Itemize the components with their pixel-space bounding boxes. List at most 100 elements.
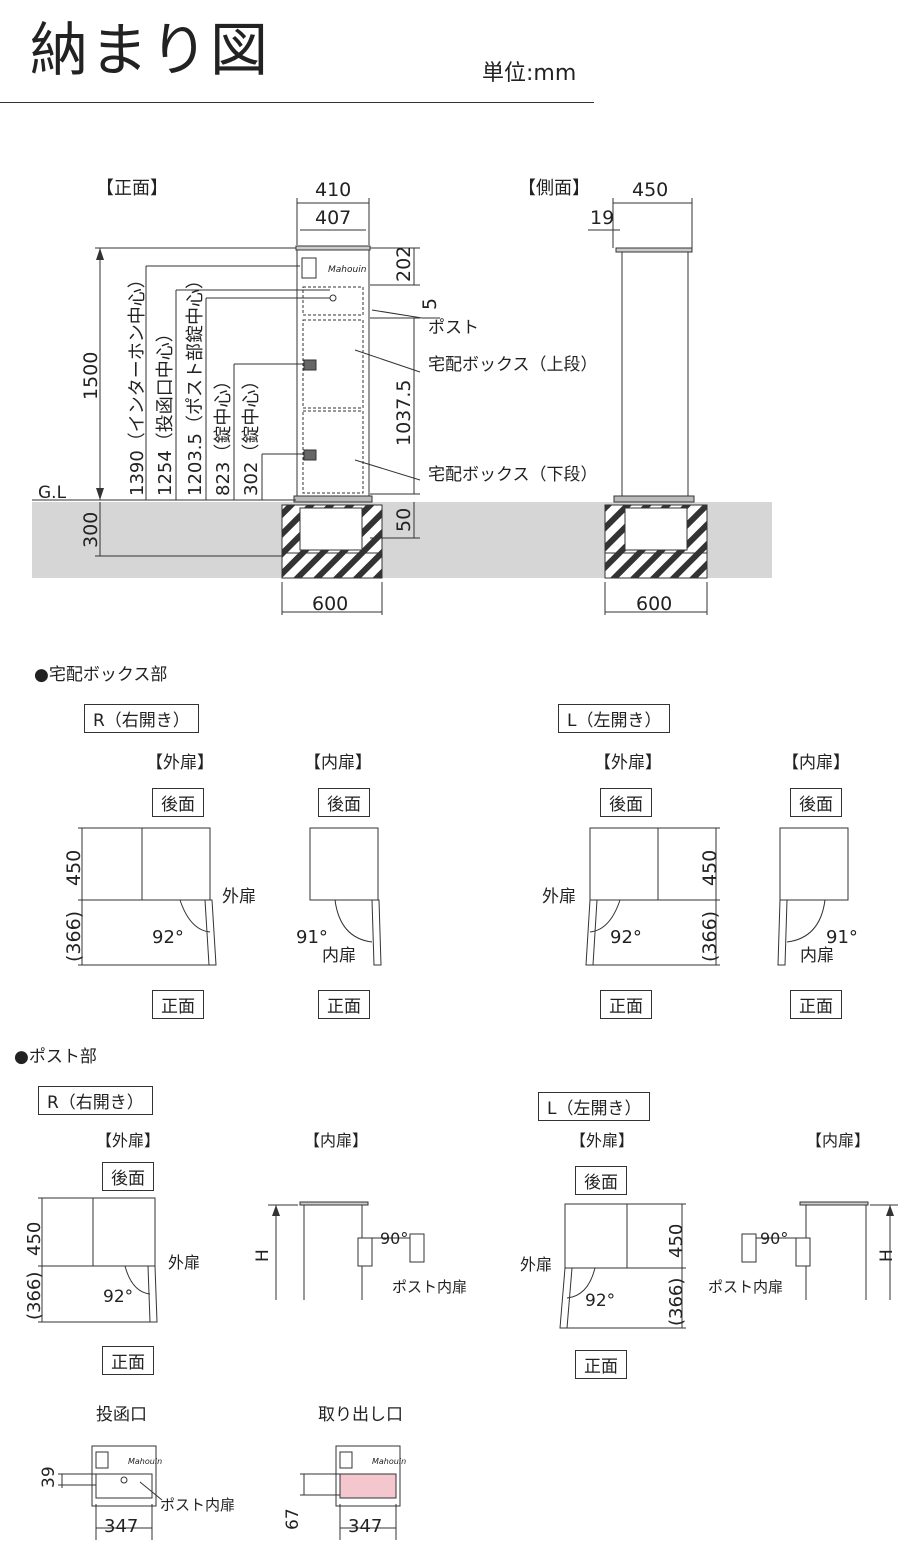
svg-text:5: 5 — [419, 298, 441, 310]
svg-text:19: 19 — [590, 207, 614, 229]
svg-text:取り出し口: 取り出し口 — [318, 1405, 403, 1425]
svg-text:300: 300 — [80, 512, 102, 548]
svg-text:39: 39 — [39, 1466, 59, 1488]
delivery-r-inner — [309, 827, 382, 966]
svg-text:1390（インターホン中心）: 1390（インターホン中心） — [127, 270, 148, 496]
unit-label: 単位:mm — [482, 61, 577, 86]
slot-opening — [58, 1445, 163, 1540]
svg-text:50: 50 — [393, 508, 415, 532]
post-r-outer — [38, 1197, 158, 1323]
svg-text:92°: 92° — [585, 1291, 615, 1311]
svg-text:450: 450 — [24, 1222, 45, 1256]
svg-text:(366): (366) — [24, 1272, 45, 1320]
svg-text:450: 450 — [699, 850, 721, 886]
svg-text:Mahouin: Mahouin — [128, 1457, 162, 1466]
svg-text:450: 450 — [632, 179, 668, 201]
delivery-l-outer — [585, 827, 720, 966]
side-unit — [613, 247, 695, 503]
delivery-l-inner — [777, 827, 849, 966]
svg-text:Mahouin: Mahouin — [328, 265, 367, 275]
svg-text:600: 600 — [312, 593, 348, 615]
svg-text:【外扉】: 【外扉】 — [146, 753, 214, 773]
delivery-r-outer-back: 後面 — [152, 788, 204, 817]
svg-text:92°: 92° — [103, 1287, 133, 1307]
svg-text:347: 347 — [104, 1516, 138, 1537]
svg-text:【内扉】: 【内扉】 — [782, 753, 850, 773]
svg-text:外扉: 外扉 — [222, 887, 256, 907]
svg-text:内扉: 内扉 — [800, 946, 834, 966]
svg-text:【内扉】: 【内扉】 — [304, 1131, 368, 1150]
post-l-label: L（左開き） — [538, 1092, 651, 1121]
svg-text:外扉: 外扉 — [520, 1255, 552, 1274]
svg-text:1254（投函口中心）: 1254（投函口中心） — [155, 324, 176, 496]
post-l-outer-front: 正面 — [575, 1350, 627, 1379]
svg-text:宅配ボックス（上段）: 宅配ボックス（上段） — [428, 355, 598, 375]
post-r-label: R（右開き） — [38, 1086, 153, 1115]
svg-text:1037.5: 1037.5 — [393, 380, 415, 446]
post-r-inner — [268, 1201, 425, 1300]
svg-text:91°: 91° — [826, 927, 858, 948]
svg-text:(366): (366) — [63, 911, 85, 962]
svg-text:G.L: G.L — [38, 483, 67, 503]
svg-text:450: 450 — [666, 1224, 687, 1258]
svg-text:ポスト内扉: ポスト内扉 — [160, 1496, 235, 1514]
post-r-outer-back: 後面 — [102, 1162, 154, 1191]
svg-text:ポスト内扉: ポスト内扉 — [392, 1278, 467, 1296]
delivery-r-outer — [78, 827, 217, 966]
svg-text:投函口: 投函口 — [96, 1405, 147, 1425]
svg-text:600: 600 — [636, 593, 672, 615]
svg-text:宅配ボックス（下段）: 宅配ボックス（下段） — [428, 465, 598, 485]
svg-text:410: 410 — [315, 179, 351, 201]
take-out-opening — [300, 1445, 401, 1540]
title-rule — [0, 102, 594, 103]
svg-text:内扉: 内扉 — [322, 946, 356, 966]
delivery-l-outer-front: 正面 — [600, 990, 652, 1019]
post-l-outer-back: 後面 — [575, 1166, 627, 1195]
delivery-l-label: L（左開き） — [558, 704, 671, 733]
svg-text:H: H — [253, 1249, 273, 1262]
delivery-r-outer-front: 正面 — [152, 990, 204, 1019]
svg-text:【側面】: 【側面】 — [518, 178, 590, 199]
delivery-r-inner-back: 後面 — [318, 788, 370, 817]
svg-text:347: 347 — [348, 1516, 382, 1537]
svg-text:(366): (366) — [699, 911, 721, 962]
post-l-inner — [741, 1201, 898, 1300]
svg-text:90°: 90° — [380, 1229, 408, 1248]
svg-text:92°: 92° — [152, 927, 184, 948]
delivery-l-inner-front: 正面 — [790, 990, 842, 1019]
delivery-r-inner-front: 正面 — [318, 990, 370, 1019]
svg-text:外扉: 外扉 — [542, 887, 576, 907]
svg-text:●ポスト部: ●ポスト部 — [14, 1047, 97, 1067]
svg-text:Mahouin: Mahouin — [372, 1457, 406, 1466]
delivery-l-inner-back: 後面 — [790, 788, 842, 817]
svg-text:【外扉】: 【外扉】 — [96, 1131, 160, 1150]
svg-text:202: 202 — [393, 246, 415, 282]
svg-text:90°: 90° — [760, 1229, 788, 1248]
svg-text:823（錠中心）: 823（錠中心） — [213, 372, 234, 496]
svg-text:【外扉】: 【外扉】 — [570, 1131, 634, 1150]
front-unit — [293, 245, 373, 503]
post-l-outer — [559, 1203, 686, 1329]
svg-text:91°: 91° — [296, 927, 328, 948]
post-r-outer-front: 正面 — [102, 1346, 154, 1375]
svg-text:【外扉】: 【外扉】 — [594, 753, 662, 773]
svg-text:(366): (366) — [666, 1278, 687, 1326]
svg-text:1500: 1500 — [80, 352, 102, 400]
svg-text:●宅配ボックス部: ●宅配ボックス部 — [34, 665, 167, 685]
page-title: 納まり図 — [30, 16, 271, 84]
svg-text:ポスト: ポスト — [428, 318, 479, 338]
delivery-l-outer-back: 後面 — [600, 788, 652, 817]
svg-text:450: 450 — [63, 850, 85, 886]
svg-text:407: 407 — [315, 207, 351, 229]
svg-text:【内扉】: 【内扉】 — [304, 753, 372, 773]
svg-text:【正面】: 【正面】 — [96, 178, 168, 199]
svg-text:1203.5（ポスト部錠中心）: 1203.5（ポスト部錠中心） — [185, 271, 206, 496]
delivery-r-label: R（右開き） — [84, 704, 199, 733]
svg-text:92°: 92° — [610, 927, 642, 948]
svg-text:外扉: 外扉 — [168, 1253, 200, 1272]
svg-text:H: H — [877, 1249, 897, 1262]
svg-text:【内扉】: 【内扉】 — [806, 1131, 870, 1150]
svg-text:302（錠中心）: 302（錠中心） — [241, 372, 262, 496]
svg-text:ポスト内扉: ポスト内扉 — [708, 1278, 783, 1296]
